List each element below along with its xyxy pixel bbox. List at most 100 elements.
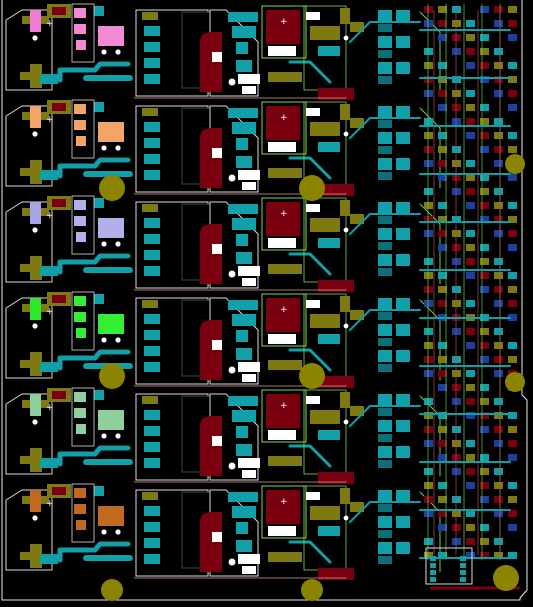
pad xyxy=(212,244,222,254)
logic-pad xyxy=(452,300,461,307)
logic-pad xyxy=(452,538,461,545)
channel-columns: ++++++++++++ xyxy=(5,3,441,580)
logic-pad xyxy=(480,62,489,69)
via xyxy=(343,515,349,521)
pad xyxy=(232,506,256,518)
pad xyxy=(378,530,392,538)
connector-outline xyxy=(425,547,473,585)
logic-pad xyxy=(424,258,433,265)
copper-fill xyxy=(318,472,354,484)
logic-pad xyxy=(494,440,503,447)
pad xyxy=(268,430,296,440)
logic-pad xyxy=(452,356,461,363)
mounting-hole xyxy=(301,579,323,601)
connector-outline xyxy=(5,489,53,571)
logic-pad xyxy=(438,90,447,97)
logic-pad xyxy=(424,496,433,503)
pad xyxy=(236,252,252,264)
logic-pad xyxy=(480,482,489,489)
logic-pad xyxy=(508,216,517,223)
mounting-hole xyxy=(101,579,123,601)
led-indicator xyxy=(30,298,41,320)
logic-pad xyxy=(466,258,475,265)
pad xyxy=(318,142,340,152)
pad xyxy=(396,516,410,528)
pad xyxy=(238,554,260,564)
via xyxy=(101,433,107,439)
pad xyxy=(378,10,392,22)
pad xyxy=(94,198,104,208)
via xyxy=(343,419,349,425)
trace xyxy=(57,253,131,275)
logic-pad xyxy=(508,76,517,83)
logic-pad xyxy=(480,6,489,13)
trace xyxy=(419,203,441,285)
logic-pad xyxy=(494,398,503,405)
led-indicator xyxy=(30,10,41,32)
capacitor-polarity: + xyxy=(280,17,288,27)
logic-pad xyxy=(508,6,517,13)
logic-pad xyxy=(438,482,447,489)
logic-pad xyxy=(480,174,489,181)
pad xyxy=(40,362,58,372)
logic-pad xyxy=(452,370,461,377)
logic-pad xyxy=(494,496,503,503)
logic-pad xyxy=(494,552,503,559)
logic-pad xyxy=(494,62,503,69)
copper-fill xyxy=(200,32,222,92)
pad xyxy=(41,112,49,120)
logic-pad xyxy=(480,202,489,209)
pad xyxy=(41,496,49,504)
pad xyxy=(228,300,258,310)
mounting-hole xyxy=(299,175,325,201)
pad xyxy=(94,6,104,16)
logic-pad xyxy=(466,454,475,461)
pad xyxy=(228,492,258,502)
via xyxy=(101,529,107,535)
logic-pad xyxy=(438,132,447,139)
logic-pad xyxy=(424,552,433,559)
logic-pad xyxy=(424,272,433,279)
logic-pad xyxy=(438,146,447,153)
pad xyxy=(268,46,296,56)
pad xyxy=(22,400,30,408)
logic-pad xyxy=(424,328,433,335)
pad xyxy=(306,396,320,404)
logic-pad xyxy=(452,244,461,251)
trace xyxy=(419,299,441,381)
logic-pad xyxy=(508,174,517,181)
logic-pad xyxy=(438,440,447,447)
logic-pad xyxy=(480,538,489,545)
logic-pad xyxy=(494,300,503,307)
copper-fill xyxy=(200,128,222,188)
logic-pad xyxy=(438,76,447,83)
channel-6: ++ xyxy=(5,483,441,580)
logic-pad xyxy=(452,440,461,447)
logic-pad xyxy=(452,90,461,97)
pad xyxy=(144,122,160,132)
pad xyxy=(22,304,30,312)
pad xyxy=(340,392,350,408)
trace xyxy=(349,117,421,139)
pad xyxy=(94,486,104,496)
pad xyxy=(378,268,392,276)
pad xyxy=(74,200,86,210)
logic-pad xyxy=(480,132,489,139)
pad xyxy=(378,364,392,372)
via xyxy=(101,49,107,55)
pad xyxy=(430,577,436,582)
trace xyxy=(57,157,131,179)
polarity-mark: + xyxy=(46,403,54,413)
logic-pad xyxy=(466,132,475,139)
logic-pad xyxy=(466,62,475,69)
pad xyxy=(378,490,392,502)
logic-pad xyxy=(466,328,475,335)
copper-fill xyxy=(52,103,66,111)
pad xyxy=(144,26,160,36)
logic-pad xyxy=(494,328,503,335)
logic-pad xyxy=(508,440,517,447)
logic-pad xyxy=(508,272,517,279)
pad xyxy=(310,410,340,424)
logic-pad xyxy=(466,174,475,181)
logic-pad xyxy=(494,258,503,265)
